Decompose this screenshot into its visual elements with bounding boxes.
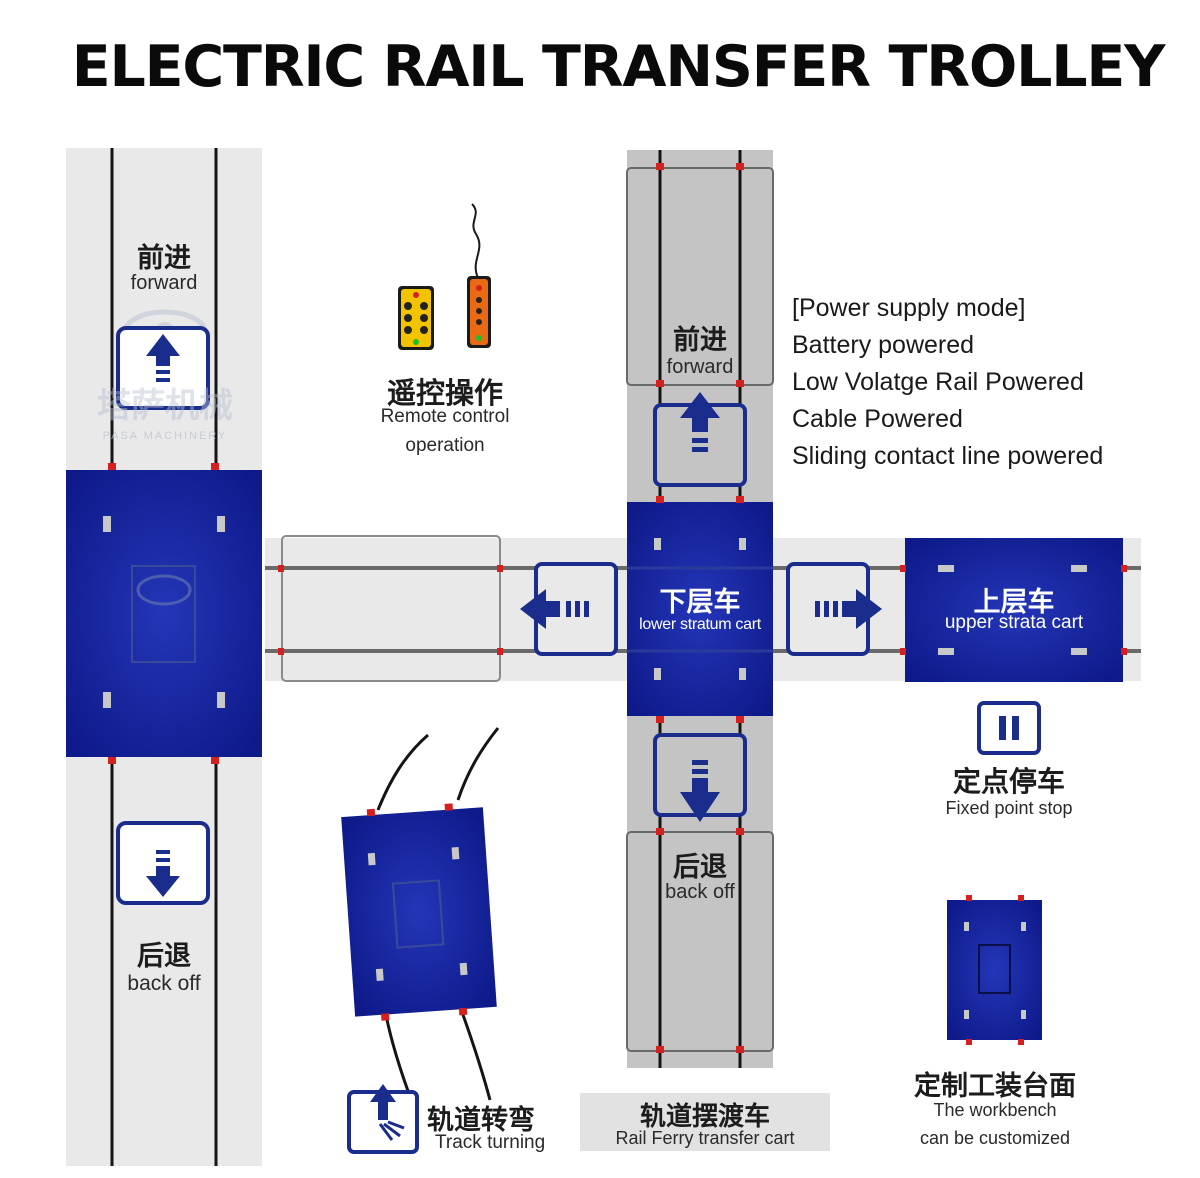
ferry-forward-en: forward bbox=[666, 356, 734, 378]
page-title: ELECTRIC RAIL TRANSFER TROLLEY bbox=[71, 34, 1166, 100]
pendant-control-icon bbox=[467, 203, 491, 348]
upper-strata-cart bbox=[900, 538, 1127, 682]
fixed-stop-cn: 定点停车 bbox=[952, 765, 1065, 798]
lower-cart-en: lower stratum cart bbox=[639, 616, 761, 633]
watermark-text-en: PASA MACHINERY bbox=[102, 430, 228, 442]
fixed-stop-en: Fixed point stop bbox=[945, 798, 1073, 818]
ferry-caption-band bbox=[580, 1093, 830, 1151]
remote-control-icon bbox=[398, 286, 434, 350]
upper-cart-cn: 上层车 bbox=[973, 587, 1055, 618]
left-back-en: back off bbox=[127, 972, 201, 995]
track-turning-cn: 轨道转弯 bbox=[427, 1105, 535, 1136]
ferry-back-arrow-icon bbox=[653, 733, 747, 822]
upper-cart-en: upper strata cart bbox=[944, 612, 1084, 633]
remote-label-cn: 遥控操作 bbox=[386, 376, 503, 410]
ferry-forward-arrow-icon bbox=[653, 392, 747, 487]
remote-label-en-1: Remote control bbox=[380, 406, 510, 427]
left-forward-cn: 前进 bbox=[137, 243, 191, 274]
ferry-back-en: back off bbox=[665, 881, 735, 903]
workbench-en-2: can be customized bbox=[919, 1128, 1071, 1148]
forward-arrow-icon bbox=[116, 326, 210, 410]
left-cart bbox=[66, 463, 262, 764]
power-heading: [Power supply mode] bbox=[792, 294, 1026, 322]
workbench-cart bbox=[947, 895, 1042, 1045]
power-mode-item: Cable Powered bbox=[792, 405, 963, 433]
back-arrow-icon bbox=[116, 821, 210, 905]
power-mode-item: Low Volatge Rail Powered bbox=[792, 368, 1084, 396]
left-arrow-icon bbox=[520, 562, 618, 656]
turning-cart bbox=[341, 803, 497, 1021]
workbench-en-1: The workbench bbox=[933, 1100, 1057, 1120]
left-forward-en: forward bbox=[130, 272, 198, 294]
curved-track bbox=[376, 727, 500, 1103]
lower-cart-cn: 下层车 bbox=[659, 587, 741, 618]
ferry-back-cn: 后退 bbox=[673, 852, 727, 883]
remote-label-en-2: operation bbox=[405, 435, 485, 456]
watermark-text-cn: 塔萨机械 bbox=[97, 386, 233, 426]
power-mode-item: Sliding contact line powered bbox=[792, 442, 1104, 470]
power-mode-item: Battery powered bbox=[792, 331, 975, 359]
workbench-cn: 定制工装台面 bbox=[914, 1071, 1076, 1102]
track-turning-en: Track turning bbox=[435, 1132, 546, 1153]
right-arrow-icon bbox=[786, 562, 882, 656]
left-back-cn: 后退 bbox=[137, 941, 191, 972]
track-turning-icon bbox=[347, 1084, 419, 1154]
pause-icon bbox=[977, 701, 1041, 755]
power-supply-list: [Power supply mode] Battery powered Low … bbox=[792, 290, 1103, 475]
ferry-caption-en: Rail Ferry transfer cart bbox=[615, 1128, 795, 1148]
ferry-forward-cn: 前进 bbox=[673, 325, 727, 356]
lower-stratum-cart bbox=[627, 496, 773, 723]
ferry-caption-cn: 轨道摆渡车 bbox=[639, 1102, 770, 1132]
